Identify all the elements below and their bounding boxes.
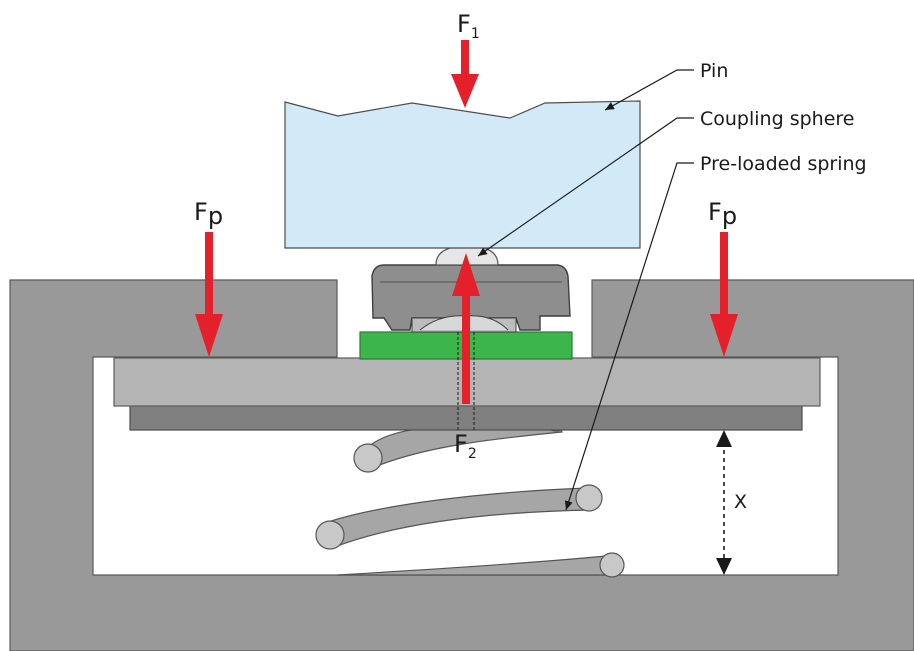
label-fp-right-base: F xyxy=(708,198,722,226)
label-preloaded-spring: Pre-loaded spring xyxy=(700,153,867,175)
spring-coil-middle xyxy=(327,487,593,549)
spring-coil-end xyxy=(599,552,625,578)
spring-coil-bottom xyxy=(337,555,613,576)
force-arrow-f2 xyxy=(452,253,480,404)
preloaded-spring xyxy=(315,414,625,578)
label-fp-left: Fp xyxy=(194,198,223,230)
label-f2-sub: 2 xyxy=(468,446,477,462)
leader-coupling-sphere xyxy=(477,117,694,257)
force-arrow-f1 xyxy=(451,40,479,108)
force-arrow-fp-left xyxy=(195,232,223,357)
label-x: X xyxy=(734,491,747,513)
leader-spring xyxy=(564,162,694,511)
label-fp-left-sub: p xyxy=(208,202,223,230)
label-pin: Pin xyxy=(700,60,728,82)
base-plate xyxy=(129,404,803,431)
label-f2: F2 xyxy=(454,430,477,462)
spring-coil-end xyxy=(575,484,603,512)
label-fp-left-base: F xyxy=(194,198,208,226)
label-f1-base: F xyxy=(457,10,471,38)
force-arrow-fp-right xyxy=(710,232,738,357)
leader-pin xyxy=(604,69,694,111)
spring-coil-end xyxy=(315,520,345,550)
dimension-x xyxy=(716,430,732,575)
label-coupling-sphere: Coupling sphere xyxy=(700,108,854,130)
label-f2-base: F xyxy=(454,430,468,458)
pin xyxy=(284,100,641,249)
housing xyxy=(9,279,914,651)
label-f1: F1 xyxy=(457,10,480,42)
spring-coil-end xyxy=(353,443,383,473)
label-f1-sub: 1 xyxy=(471,26,480,42)
label-fp-right: Fp xyxy=(708,198,737,230)
label-fp-right-sub: p xyxy=(722,202,737,230)
